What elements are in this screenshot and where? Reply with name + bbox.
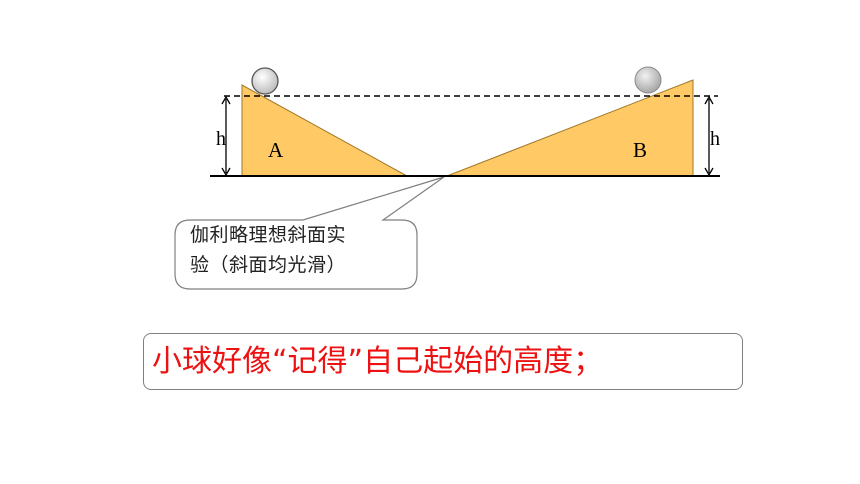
callout-caption: 伽利略理想斜面实 验（斜面均光滑） bbox=[190, 220, 410, 280]
ramp-a bbox=[241, 84, 408, 177]
callout-bubble bbox=[174, 176, 445, 290]
height-arrow-right bbox=[704, 95, 714, 177]
height-label-left: h bbox=[216, 128, 226, 150]
callout-line-1: 伽利略理想斜面实 bbox=[190, 224, 347, 246]
ball-b bbox=[634, 66, 662, 94]
statement-box bbox=[143, 333, 743, 390]
ball-a bbox=[251, 67, 279, 95]
statement-text: 小球好像“记得”自己起始的高度； bbox=[152, 344, 604, 379]
height-arrow-left bbox=[221, 95, 231, 177]
callout-line-2: 验（斜面均光滑） bbox=[190, 254, 347, 276]
ramp-b-label: B bbox=[633, 138, 647, 162]
ramp-a-label: A bbox=[268, 138, 284, 162]
ramp-b bbox=[446, 79, 694, 177]
height-label-right: h bbox=[710, 128, 720, 150]
